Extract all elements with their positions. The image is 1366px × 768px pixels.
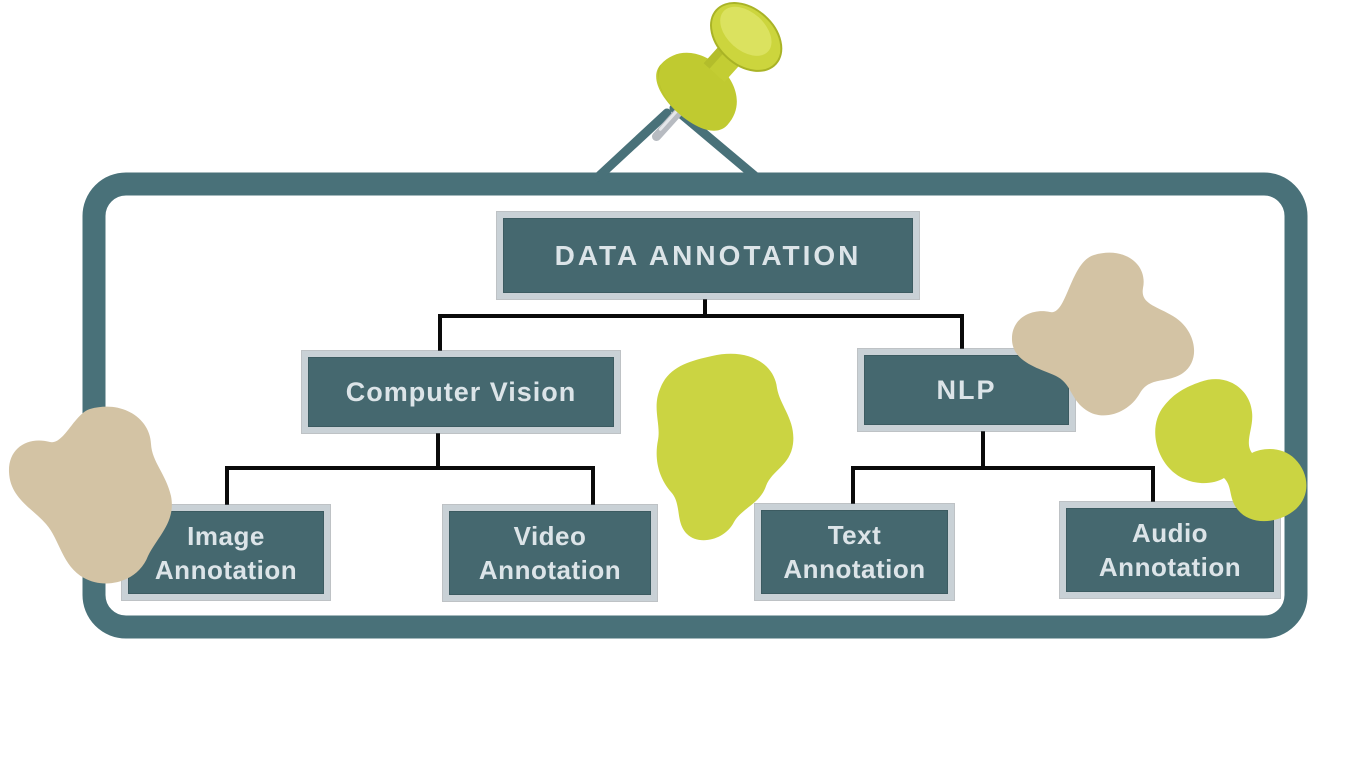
node-audio-annotation-label: Audio Annotation — [1098, 518, 1242, 582]
node-computer-vision: Computer Vision — [302, 351, 620, 433]
hanger-strings — [593, 103, 761, 182]
node-text-annotation: Text Annotation — [755, 504, 954, 600]
node-video-annotation: Video Annotation — [443, 505, 657, 601]
connector-lines-level1 — [438, 297, 964, 352]
node-nlp: NLP — [858, 349, 1075, 431]
node-data-annotation: DATA ANNOTATION — [497, 212, 919, 299]
node-computer-vision-label: Computer Vision — [345, 376, 577, 407]
node-text-annotation-label: Text Annotation — [783, 520, 926, 584]
node-image-annotation: Image Annotation — [122, 505, 330, 600]
node-data-annotation-label: DATA ANNOTATION — [554, 239, 862, 271]
node-audio-annotation: Audio Annotation — [1060, 502, 1280, 598]
yellow-blob-right-shape — [1155, 379, 1307, 522]
pushpin-icon — [651, 2, 783, 142]
node-image-annotation-label: Image Annotation — [154, 520, 298, 585]
node-nlp-label: NLP — [936, 374, 997, 405]
node-video-annotation-label: Video Annotation — [478, 521, 622, 585]
connector-lines-nlp — [851, 431, 1155, 506]
connector-lines-cv — [225, 433, 595, 506]
